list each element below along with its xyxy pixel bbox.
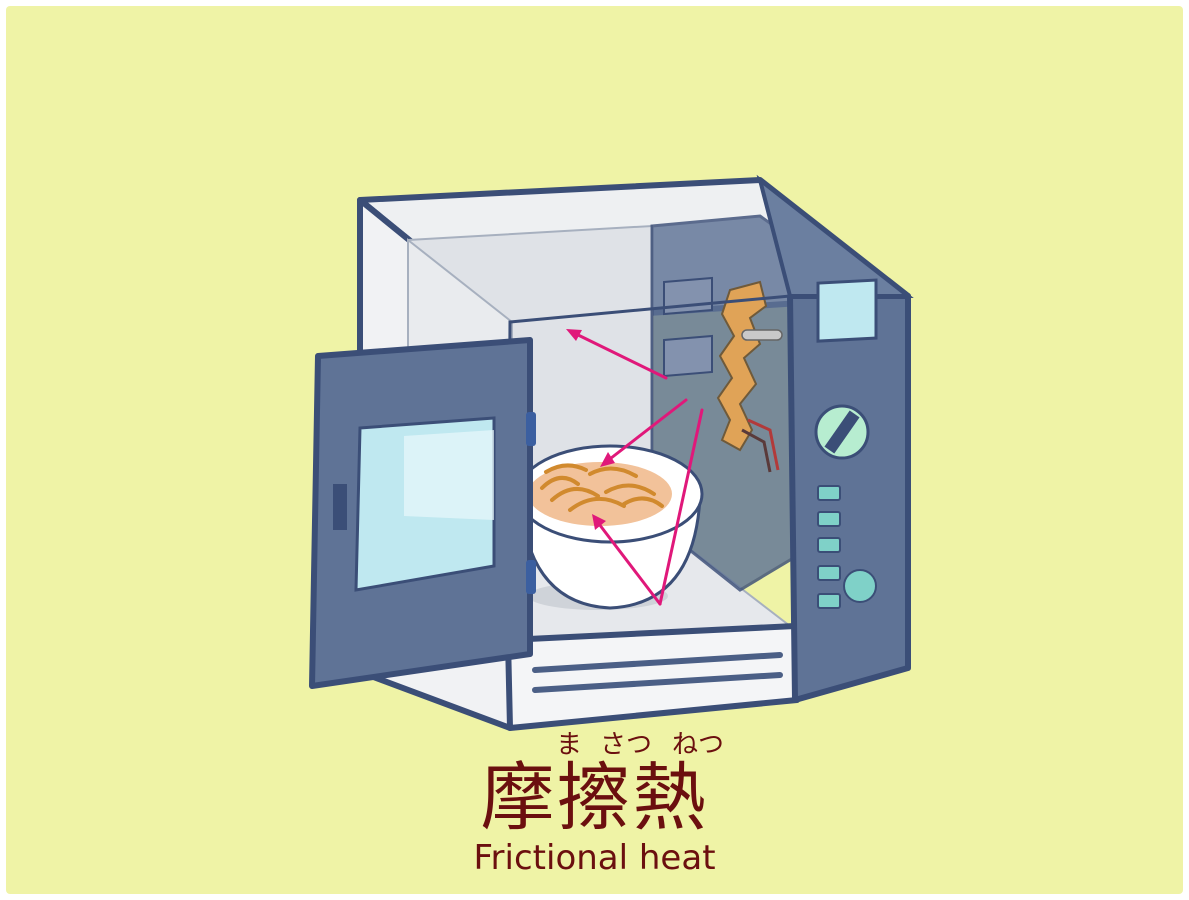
caption-furigana: ま さつ ねつ	[0, 724, 1189, 764]
door-hinge	[526, 560, 536, 594]
door-window-reflection	[404, 430, 494, 520]
control-button	[817, 485, 841, 501]
arrowhead	[600, 452, 615, 467]
furigana-satsu: さつ	[600, 730, 653, 760]
start-knob	[843, 569, 877, 603]
caption-english: Frictional heat	[473, 838, 716, 878]
arrowhead	[592, 514, 606, 530]
magnetron-wire	[747, 418, 780, 471]
door-hinge	[526, 412, 536, 446]
caption-kanji: 摩擦熱	[480, 755, 709, 841]
display-screen	[816, 278, 878, 343]
magnetron-orange-part	[716, 280, 768, 452]
magnetron-rod	[741, 329, 783, 341]
arrow-line	[604, 398, 688, 464]
control-button	[817, 511, 841, 527]
magnetron-slot	[663, 334, 713, 378]
magnetron-slot	[663, 276, 713, 316]
vent-slot	[532, 672, 783, 693]
control-button	[817, 593, 841, 609]
control-button	[817, 565, 841, 581]
timer-dial-marker	[824, 410, 860, 454]
furigana-netsu: ねつ	[672, 730, 725, 760]
magnetron-wire	[741, 428, 772, 473]
arrow-line	[658, 408, 704, 606]
noodles	[540, 463, 664, 512]
control-panel	[787, 293, 911, 703]
microwave-arrows	[570, 330, 704, 606]
vent-slot	[532, 652, 783, 673]
door-handle	[333, 484, 347, 530]
furigana-ma: ま	[556, 730, 583, 760]
arrowhead	[566, 329, 582, 341]
control-button	[817, 537, 841, 553]
arrow-line	[570, 330, 668, 380]
arrow-line	[594, 518, 662, 606]
